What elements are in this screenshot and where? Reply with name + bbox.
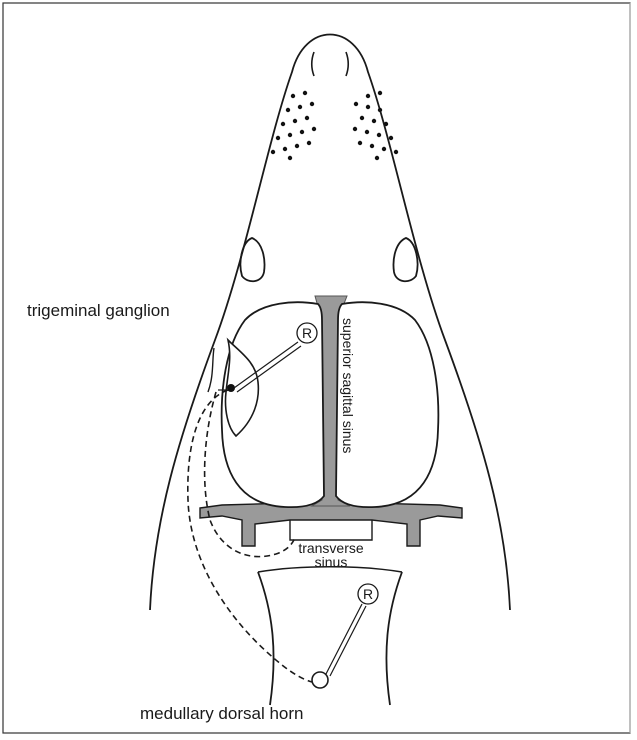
medulla-left-edge	[258, 572, 274, 705]
ganglion-recording-label: R	[302, 325, 312, 341]
transverse-sinus-label-line2: sinus	[315, 554, 348, 570]
nostril-left	[312, 52, 314, 76]
medullary-recording-label: R	[363, 586, 373, 602]
confluence-ridge	[290, 520, 372, 540]
medullary-electrode	[326, 604, 366, 676]
eye-right	[394, 238, 418, 281]
nostril-right	[346, 52, 348, 76]
superior-sagittal-sinus-label: superior sagittal sinus	[340, 318, 356, 453]
eye-left	[240, 238, 264, 281]
medullary-recording-site	[312, 672, 328, 688]
trigeminal-ganglion-label: trigeminal ganglion	[27, 301, 170, 320]
ganglion-recording-site	[227, 384, 235, 392]
medulla-right-edge	[386, 572, 402, 705]
medullary-dorsal-horn-label: medullary dorsal horn	[140, 704, 303, 723]
whisker-pad-left	[271, 91, 316, 160]
